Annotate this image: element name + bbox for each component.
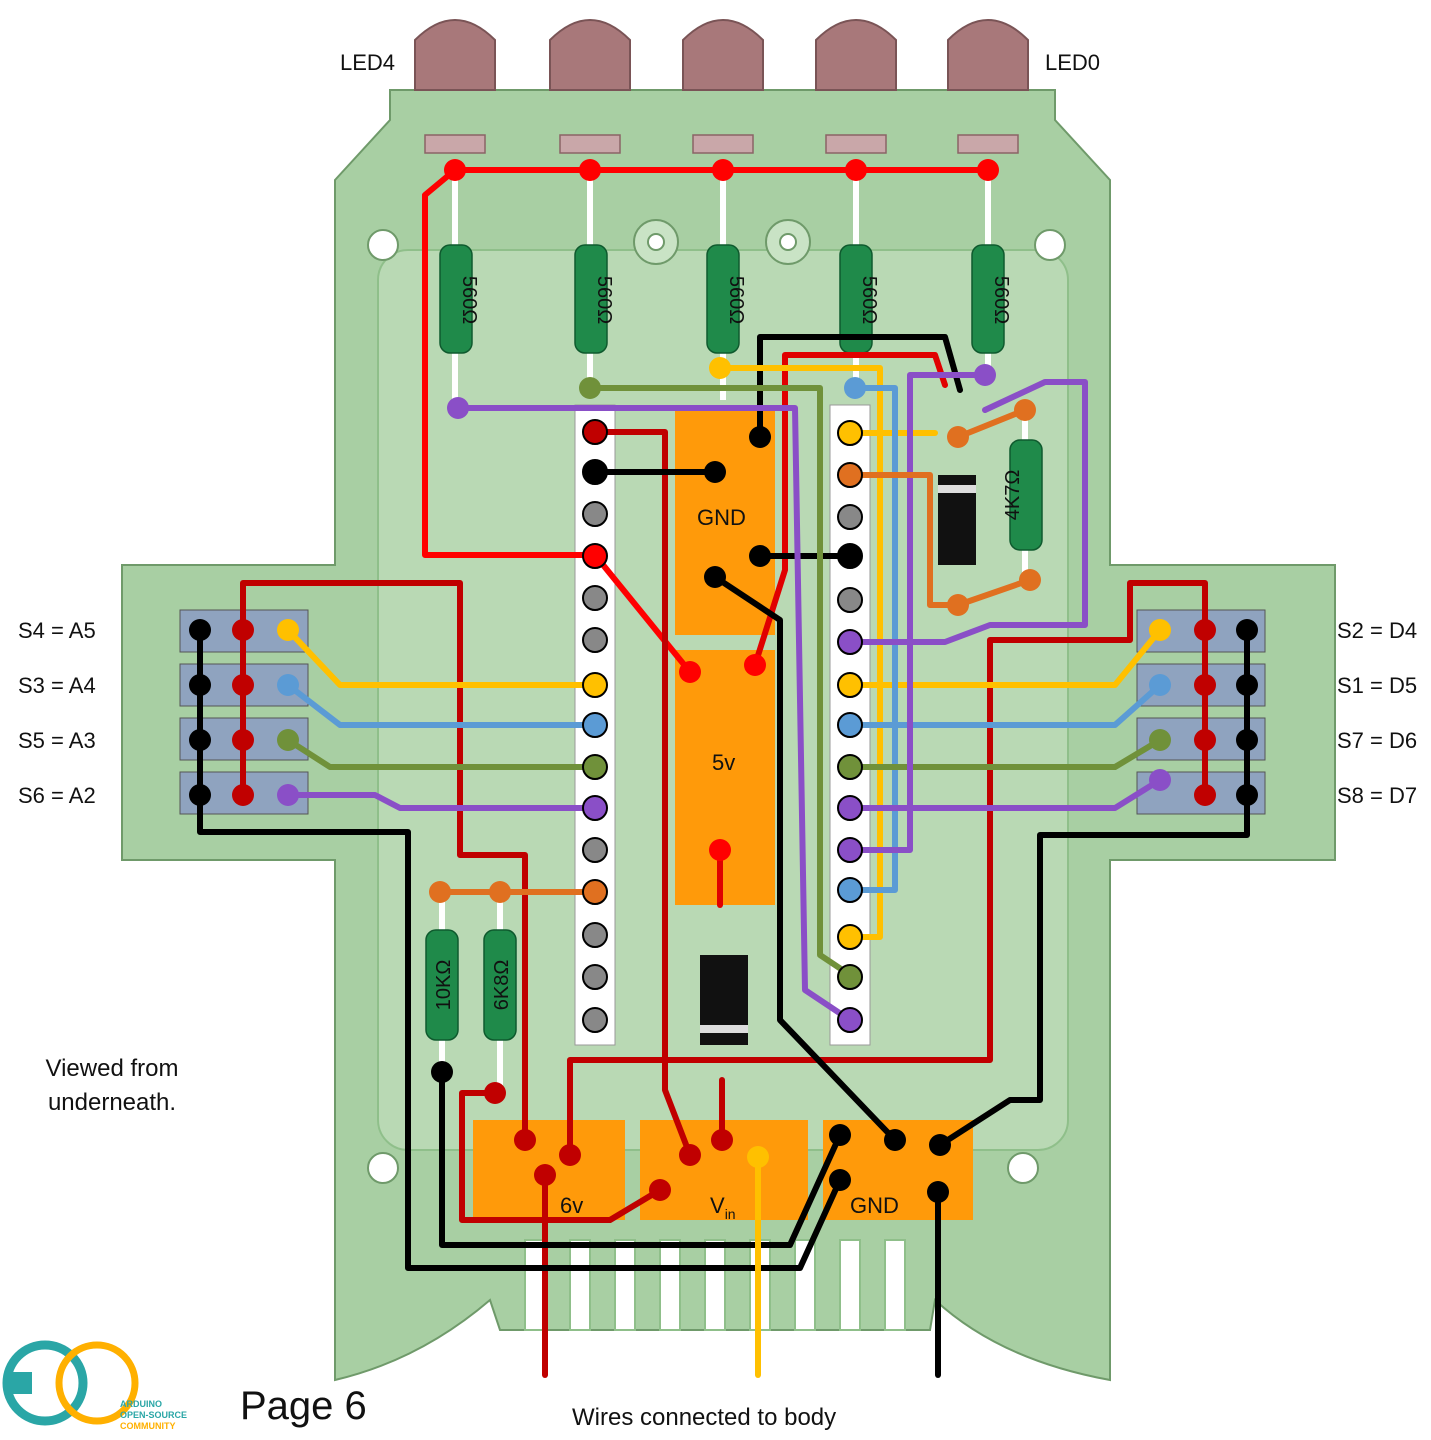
- wire-blue-2: [847, 682, 1163, 728]
- sensor-label-right: S1 = D5: [1337, 673, 1418, 698]
- led-bases: [424, 134, 1019, 154]
- right-header-pins: [837, 420, 863, 1033]
- sensor-label-left: S5 = A3: [18, 728, 96, 753]
- wire-dark-red-1: [592, 429, 693, 1158]
- wire-yellow-1: [285, 627, 598, 688]
- wire-yellow-3: [717, 365, 883, 940]
- wire-orange-2: [847, 472, 1033, 608]
- wire-black-7: [439, 1069, 843, 1248]
- resistor-10k: [425, 929, 459, 1041]
- sensor-label-left: S3 = A4: [18, 673, 96, 698]
- bottom-fins: [524, 1239, 906, 1331]
- mount-hole: [1034, 229, 1066, 261]
- resistor-label: 6K8Ω: [491, 960, 513, 1011]
- resistor-label: 560Ω: [990, 276, 1012, 324]
- mount-hole: [779, 233, 797, 251]
- wire-blue-1: [285, 682, 598, 728]
- led-3: [549, 19, 631, 91]
- footer-caption: Wires connected to body: [572, 1404, 837, 1431]
- led-2: [682, 19, 764, 91]
- resistor-560-2: [574, 244, 608, 354]
- mount-hole: [1007, 1152, 1039, 1184]
- sensor-label-left: S4 = A5: [18, 618, 96, 643]
- wire-purple-1: [285, 792, 598, 811]
- diode-bottom-band: [700, 1025, 748, 1033]
- led-4: [414, 19, 496, 91]
- resistor-label: 4K7Ω: [1002, 470, 1024, 521]
- wire-red-5v: [752, 352, 948, 668]
- view-note-line-1: Viewed from: [45, 1055, 179, 1082]
- five-v-label: 5v: [712, 750, 735, 775]
- resistor-560-5: [971, 244, 1005, 354]
- resistor-label: 560Ω: [858, 276, 880, 324]
- led-left-label: LED4: [340, 50, 395, 75]
- gnd-bottom-label: GND: [850, 1193, 899, 1218]
- vin-label-sub: in: [725, 1206, 736, 1222]
- led-row: [414, 19, 1029, 91]
- wire-black-5: [197, 622, 843, 1271]
- sensor-label-left: S6 = A2: [18, 783, 96, 808]
- wire-purple-5: [847, 372, 988, 853]
- wire-black-6: [937, 622, 1250, 1148]
- logo-line-2: OPEN-SOURCE: [120, 1410, 187, 1420]
- led-right-label: LED0: [1045, 50, 1100, 75]
- wire-yellow-2: [847, 627, 1163, 688]
- resistor-labels: 560Ω 560Ω 560Ω 560Ω 560Ω 4K7Ω 10KΩ 6K8Ω: [433, 276, 1024, 1010]
- vin-label: Vin: [710, 1193, 736, 1222]
- led-0: [947, 19, 1029, 91]
- logo-line-3: COMMUNITY: [120, 1421, 176, 1431]
- wire-olive-2: [847, 737, 1163, 770]
- resistor-560-3: [706, 244, 740, 354]
- sensor-label-right: S7 = D6: [1337, 728, 1418, 753]
- six-v-label: 6v: [560, 1193, 583, 1218]
- view-note: Viewed from underneath.: [22, 1052, 202, 1120]
- wire-purple-3: [455, 405, 853, 1023]
- resistor-560-1: [439, 244, 473, 354]
- resistor-6k8: [483, 929, 517, 1041]
- resistor-label: 10KΩ: [433, 960, 455, 1011]
- mount-hole: [647, 233, 665, 251]
- resistor-4k7: [1009, 439, 1043, 551]
- wire-olive-3: [587, 385, 853, 978]
- wires: [197, 167, 1250, 1378]
- wire-purple-4: [847, 379, 1088, 645]
- view-note-line-2: underneath.: [47, 1089, 177, 1116]
- arduino-logo: ARDUINO OPEN-SOURCE COMMUNITY: [2, 1340, 187, 1431]
- wire-dark-red-4: [459, 1090, 663, 1223]
- resistor-label: 560Ω: [593, 276, 615, 324]
- wire-dark-red-2: [240, 580, 528, 1143]
- wire-black-4: [712, 574, 898, 1143]
- led-resistors: [425, 244, 1043, 1041]
- wire-orange-3: [955, 407, 1028, 440]
- wire-olive-1: [285, 737, 598, 770]
- wire-dark-red-3: [567, 580, 1208, 1158]
- junction-dots: [189, 159, 1258, 1203]
- left-header-pins: [582, 419, 608, 1033]
- logo-line-1: ARDUINO: [120, 1399, 162, 1409]
- sensor-label-right: S2 = D4: [1337, 618, 1418, 643]
- resistor-label: 560Ω: [458, 276, 480, 324]
- mount-hole: [367, 229, 399, 261]
- resistor-label: 560Ω: [725, 276, 747, 324]
- page-number: Page 6: [240, 1384, 367, 1428]
- led-1: [815, 19, 897, 91]
- gnd-top-label: GND: [697, 505, 746, 530]
- mount-hole: [367, 1152, 399, 1184]
- wire-purple-2: [847, 777, 1163, 811]
- diode-top-band: [938, 485, 976, 493]
- wire-led-bus: [422, 167, 991, 675]
- vin-label-base: V: [710, 1193, 725, 1218]
- sensor-label-right: S8 = D7: [1337, 783, 1418, 808]
- five-v-block: [675, 650, 775, 905]
